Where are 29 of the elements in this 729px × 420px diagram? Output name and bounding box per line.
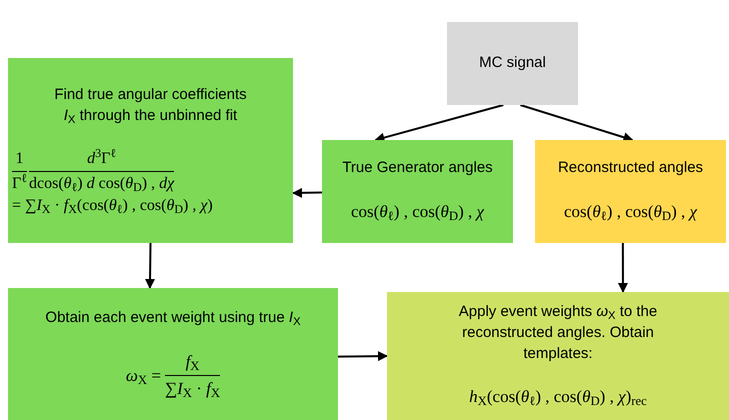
arrow	[618, 243, 628, 293]
formula: cos(θ$_{ℓ}$) , cos(θ$_{D}$) , χ	[564, 201, 697, 225]
formula-denominator: Γ$^{ℓ}$	[12, 172, 27, 194]
arrow	[145, 242, 156, 289]
arrow	[292, 188, 322, 198]
step-heading: Obtain each event weight using true I$_{X}$	[45, 308, 301, 330]
step-heading: Reconstructed angles	[556, 158, 704, 178]
step-heading: Find true angular coefficients I$_{X}$ through the unbinned fit	[53, 85, 248, 127]
process-box	[387, 292, 729, 420]
arrow	[520, 104, 634, 142]
formula: h$_{X}$(cos(θ$_{ℓ}$) , cos(θ$_{D}$) , χ)$_{rec}$	[469, 386, 647, 410]
source-box	[447, 22, 578, 105]
process-box	[322, 140, 513, 243]
arrow	[338, 351, 388, 362]
formula: = ∑I$_{X}$ · f$_{X}$(cos(θ$_{ℓ}$) , cos(θ$_{D}$) , χ)	[11, 196, 213, 216]
arrow	[374, 104, 504, 142]
formula: cos(θ$_{ℓ}$) , cos(θ$_{D}$) , χ	[350, 201, 484, 225]
process-box	[535, 140, 726, 243]
formula-denominator: dcos(θ$_{ℓ}$) dcos(θ$_{D}$) , dχ	[29, 174, 174, 196]
formula-numerator: d$^{3}$Γ$^{ℓ}$	[87, 146, 116, 169]
formula-numerator: 1	[16, 148, 24, 169]
formula-numerator: f$_{X}$	[186, 351, 200, 375]
formula: ω$_{X}$ =	[126, 364, 161, 388]
process-box	[8, 288, 338, 420]
formula-denominator: ∑I$_{X}$ · f$_{X}$	[164, 378, 220, 402]
step-heading: Apply event weights ω$_{X}$ to the reconstructed angles. Obtain templates:	[458, 302, 658, 364]
process-box	[8, 58, 293, 243]
step-heading: True Generator angles	[341, 158, 494, 178]
step-label: MC signal	[478, 53, 547, 74]
